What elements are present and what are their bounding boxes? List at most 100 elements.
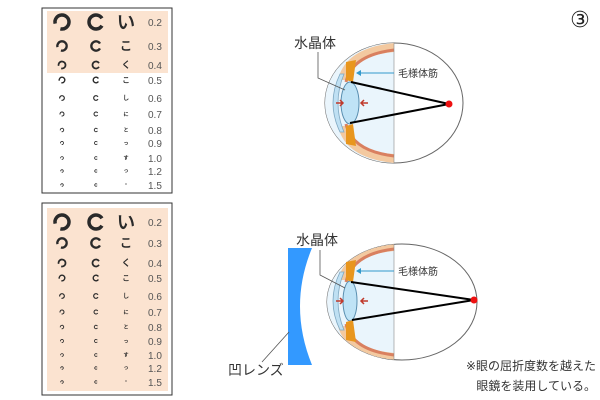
acuity-value: 0.5: [148, 76, 162, 87]
acuity-value: 1.2: [148, 364, 162, 375]
chart-kana: こ: [122, 274, 129, 283]
landolt-ring: [59, 111, 65, 117]
chart-kana: い: [117, 212, 135, 233]
acuity-value: 0.9: [148, 337, 162, 348]
landolt-ring: [58, 274, 66, 282]
acuity-value: 0.4: [148, 259, 162, 270]
eye-top: 水晶体 毛様体筋: [294, 36, 464, 164]
acuity-value: 1.5: [148, 378, 162, 389]
landolt-ring: [92, 76, 99, 84]
landolt-ring: [90, 237, 101, 249]
acuity-value: 0.7: [148, 308, 162, 319]
chart-kana: す: [123, 155, 128, 161]
landolt-ring: [91, 258, 100, 268]
landolt-ring: [94, 366, 98, 370]
landolt-ring: [60, 169, 64, 173]
landolt-ring: [59, 309, 65, 315]
chart-kana: く: [121, 258, 130, 269]
acuity-value: 1.0: [148, 351, 162, 362]
eye-bottom: 水晶体 毛様体筋 凹レンズ: [228, 233, 478, 379]
landolt-ring: [87, 213, 104, 231]
chart-kana: し: [123, 95, 129, 102]
chart-kana: く: [121, 60, 130, 71]
focus-point: [445, 100, 453, 108]
acuity-value: 1.2: [148, 167, 162, 178]
chart-highlight: [47, 11, 168, 73]
landolt-ring: [93, 324, 98, 330]
landolt-ring: [94, 380, 98, 384]
eye-chart-bottom: い 0.2 こ 0.3 く 0.4 こ 0.5 し 0.6 に 0.7 と 0.8 っ 0.9 す 1.0 っ 1.2…: [41, 202, 173, 396]
chart-kana: い: [117, 12, 135, 33]
landolt-ring: [60, 339, 64, 343]
landolt-ring: [58, 76, 66, 84]
chart-kana: し: [123, 293, 129, 300]
acuity-value: 0.9: [148, 139, 162, 150]
chart-kana: に: [123, 309, 128, 316]
landolt-ring: [94, 156, 98, 160]
arrow-icon: [336, 99, 345, 107]
ciliary-muscle: [346, 60, 356, 82]
ciliary-muscle: [346, 124, 356, 146]
landolt-ring: [87, 13, 104, 31]
landolt-ring: [60, 366, 64, 370]
landolt-ring: [94, 339, 98, 343]
acuity-value: 0.3: [148, 239, 162, 250]
chart-kana: に: [123, 111, 128, 118]
landolt-ring: [59, 293, 65, 299]
landolt-ring: [53, 213, 71, 231]
landolt-ring: [93, 95, 99, 101]
landolt-ring: [93, 293, 99, 299]
landolt-ring: [60, 156, 64, 160]
acuity-value: 0.8: [148, 126, 162, 137]
lens-label: 水晶体: [296, 233, 338, 249]
chart-kana: っ: [123, 168, 128, 174]
note-line-2: 眼鏡を装用している。: [476, 378, 596, 393]
landolt-ring: [94, 169, 98, 173]
acuity-value: 0.6: [148, 292, 162, 303]
ciliary-muscle: [346, 320, 356, 342]
chart-kana: っ: [123, 140, 128, 146]
chart-kana: っ: [123, 365, 128, 371]
landolt-ring: [92, 274, 99, 282]
chart-kana: す: [123, 352, 128, 358]
landolt-ring: [60, 353, 64, 357]
chart-kana: こ: [122, 76, 129, 85]
landolt-ring: [93, 111, 99, 117]
landolt-ring: [93, 127, 98, 133]
acuity-value: 0.2: [148, 18, 162, 29]
chart-highlight: [47, 208, 168, 391]
acuity-value: 0.8: [148, 323, 162, 334]
landolt-ring: [57, 258, 67, 268]
chart-kana: と: [123, 324, 128, 331]
chart-kana: こ: [120, 236, 132, 250]
acuity-value: 0.2: [148, 218, 162, 229]
arrow-icon: [336, 297, 345, 305]
landolt-ring: [56, 40, 68, 52]
crystalline-lens: [342, 280, 358, 322]
step-badge: ③: [570, 8, 590, 33]
landolt-ring: [53, 13, 71, 31]
landolt-ring: [59, 127, 65, 133]
arrow-icon: [359, 99, 368, 107]
acuity-value: 0.7: [148, 110, 162, 121]
landolt-ring: [57, 60, 67, 70]
arrow-icon: [359, 297, 368, 305]
landolt-ring: [59, 95, 65, 101]
lens-label: 水晶体: [294, 36, 336, 52]
acuity-value: 0.5: [148, 274, 162, 285]
ciliary-muscle-label: 毛様体筋: [398, 265, 438, 278]
landolt-ring: [94, 141, 98, 145]
acuity-value: 1.0: [148, 154, 162, 165]
chart-kana: っ: [123, 338, 128, 344]
landolt-ring: [94, 353, 98, 357]
note-line-1: ※眼の屈折度数を越えた: [466, 358, 596, 373]
acuity-value: 0.6: [148, 94, 162, 105]
landolt-ring: [94, 183, 98, 187]
chart-kana: と: [123, 127, 128, 134]
chart-kana: こ: [120, 39, 132, 53]
landolt-ring: [91, 60, 100, 70]
landolt-ring: [56, 237, 68, 249]
acuity-value: 0.3: [148, 42, 162, 53]
